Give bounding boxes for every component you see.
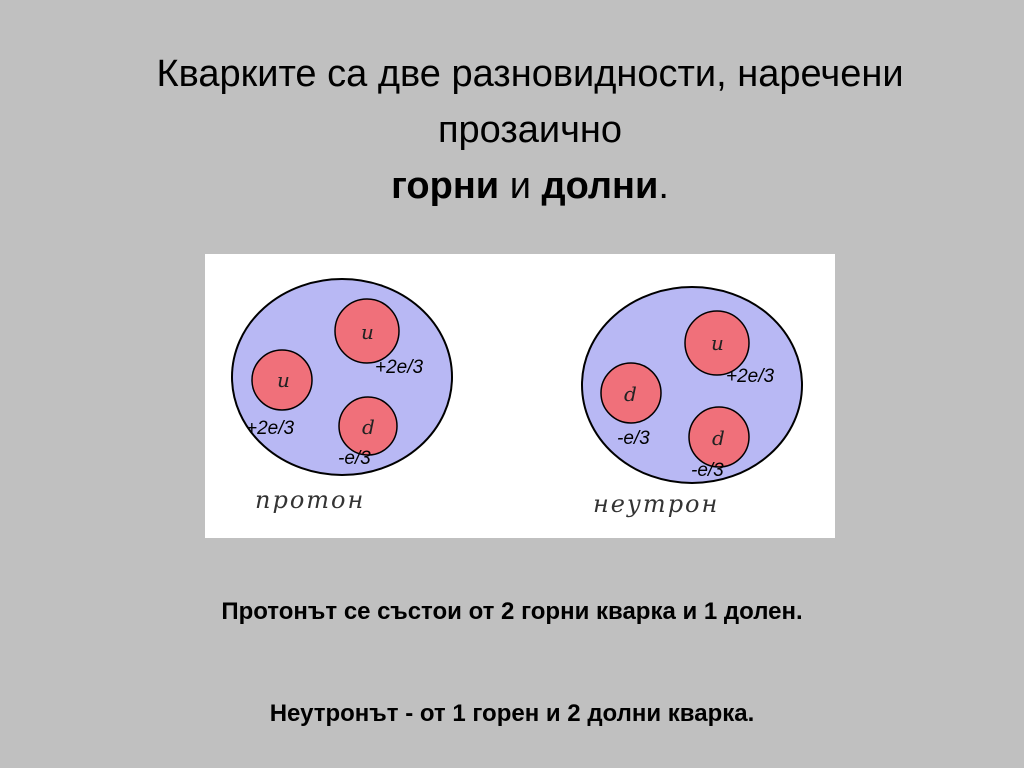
title-conjunction: и [499, 165, 542, 207]
quark-circle [334, 298, 400, 364]
quark-charge: -e/3 [691, 460, 724, 481]
quark-label: d [362, 415, 375, 439]
up-word: горни [391, 165, 500, 207]
quark-label: u [711, 331, 724, 355]
title-line-1: Кварките са две разновидности, наречени [156, 53, 904, 95]
quark-circle [688, 406, 750, 468]
quark-circle [600, 362, 662, 424]
quark-label: u [361, 320, 374, 344]
quark-charge: -e/3 [617, 428, 650, 449]
quark-charge: +2e/3 [246, 418, 295, 439]
quark-circle [251, 349, 313, 411]
quark-label: d [712, 426, 725, 450]
proton-label: протон [255, 486, 365, 514]
down-word: долни [541, 165, 659, 207]
quark-label: u [277, 368, 290, 392]
quark-circle [338, 396, 398, 456]
quark-diagram: u +2e/3 u +2e/3 d -e/3 протон u +2e/3 d … [205, 254, 835, 538]
quark-charge: +2e/3 [375, 357, 424, 378]
quark-circle [684, 310, 750, 376]
slide-title: Кварките са две разновидности, наречени … [40, 46, 1020, 214]
proton-group: u +2e/3 u +2e/3 d -e/3 протон [231, 278, 453, 514]
neutron-group: u +2e/3 d -e/3 d -e/3 неутрон [581, 286, 803, 518]
neutron-label: неутрон [593, 490, 719, 518]
quark-diagram-svg: u +2e/3 u +2e/3 d -e/3 протон u +2e/3 d … [231, 278, 803, 518]
title-line-2: прозаично [437, 109, 623, 151]
quark-charge: -e/3 [338, 448, 371, 469]
quark-charge: +2e/3 [726, 366, 775, 387]
proton-composition-caption: Протонът се състои от 2 горни кварка и 1… [221, 598, 803, 625]
quark-label: d [624, 382, 637, 406]
title-line-3: горни и долни. [40, 158, 1020, 214]
title-period: . [658, 165, 669, 207]
neutron-composition-caption: Неутронът - от 1 горен и 2 долни кварка. [269, 700, 755, 727]
